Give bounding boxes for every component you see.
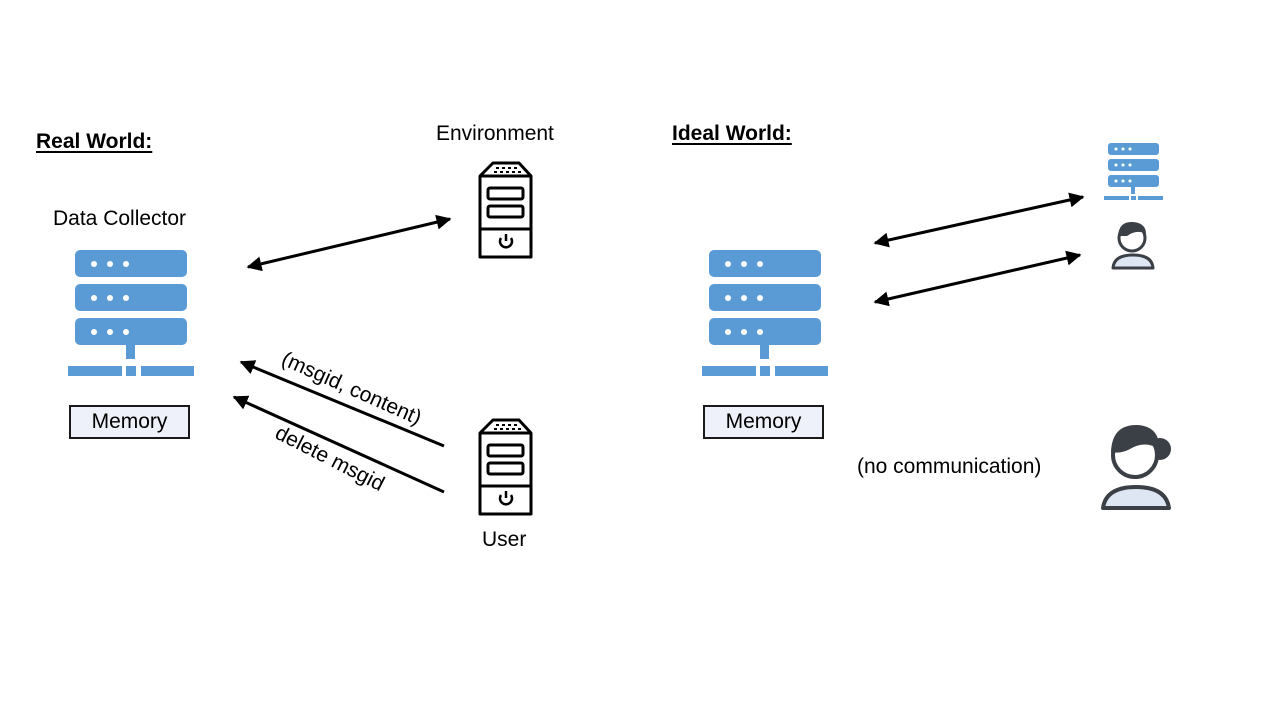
arrow-user-msg xyxy=(239,360,445,448)
real-world-heading: Real World: xyxy=(36,130,153,153)
no-communication-label: (no communication) xyxy=(857,455,1042,478)
environment-server-icon xyxy=(478,161,533,259)
ideal-collector-server-icon xyxy=(702,250,828,376)
real-memory-box: Memory xyxy=(69,405,190,439)
collector-server-icon xyxy=(68,250,194,376)
arrow-ideal-server xyxy=(873,192,1085,248)
arrow-user-delete xyxy=(232,395,445,494)
environment-label: Environment xyxy=(436,122,554,145)
arrow-ideal-person xyxy=(873,250,1082,307)
ideal-memory-box: Memory xyxy=(703,405,824,439)
ideal-small-person-icon xyxy=(1111,221,1155,270)
ideal-large-person-icon xyxy=(1101,424,1171,510)
user-server-icon xyxy=(478,418,533,516)
data-collector-label: Data Collector xyxy=(53,207,187,230)
user-label: User xyxy=(482,528,527,551)
ideal-small-server-icon xyxy=(1104,143,1163,200)
arrow-collector-environment xyxy=(246,214,452,272)
ideal-world-heading: Ideal World: xyxy=(672,122,792,145)
